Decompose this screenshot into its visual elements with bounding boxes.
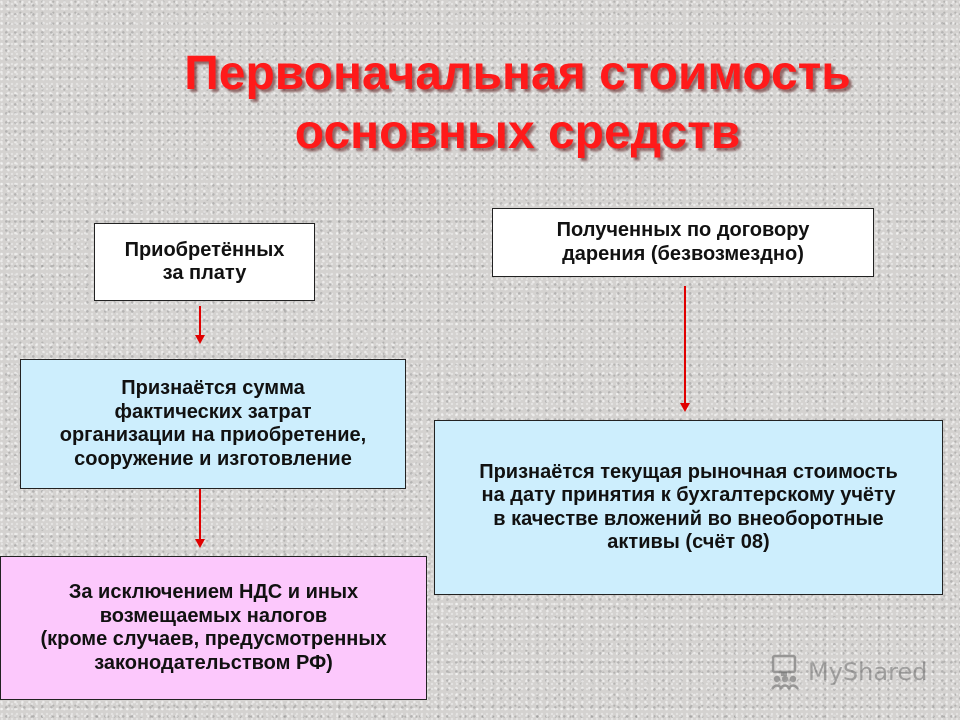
slide-title-line-1: Первоначальная стоимость [184,47,851,100]
node-gift-line: дарения (безвозмездно) [562,242,804,265]
node-costs-line: Признаётся сумма [121,377,305,399]
node-vat-line: возмещаемых налогов [99,604,328,627]
node-paid: Приобретённых за плату [94,223,315,301]
node-gift-line: Полученных по договору [556,219,810,241]
slide-title-line-2: основных средств [294,106,741,159]
node-paid-line: Приобретённых [124,238,285,261]
node-vat: За исключением НДС и иных возмещаемых на… [0,556,427,700]
node-market-line: Признаётся текущая рыночная стоимость [479,460,898,483]
arrow-costs-to-vat [195,489,205,548]
node-vat-line: (кроме случаев, предусмотренных [40,628,387,650]
monitor-people-icon [770,654,800,690]
node-paid-line: за плату [162,262,247,284]
node-market-line: активы (счёт 08) [607,531,770,553]
arrow-paid-to-costs [195,306,205,344]
node-market-line: на дату принятия к бухгалтерскому учёту [481,484,896,506]
node-market: Признаётся текущая рыночная стоимость на… [434,420,943,595]
node-costs: Признаётся сумма фактических затрат орга… [20,359,406,489]
slide-title: Первоначальная стоимость основных средст… [0,44,960,162]
node-costs-line: сооружение и изготовление [74,447,352,470]
watermark: MyShared [768,654,927,690]
node-costs-line: фактических затрат [114,400,312,423]
node-costs-line: организации на приобретение, [59,424,367,446]
node-gift: Полученных по договору дарения (безвозме… [492,208,874,277]
watermark-text: MyShared [808,658,928,686]
node-vat-line: За исключением НДС и иных [68,581,359,603]
node-market-line: в качестве вложений во внеоборотные [493,507,884,530]
node-vat-line: законодательством РФ) [94,651,333,674]
arrow-gift-to-market [680,286,690,412]
